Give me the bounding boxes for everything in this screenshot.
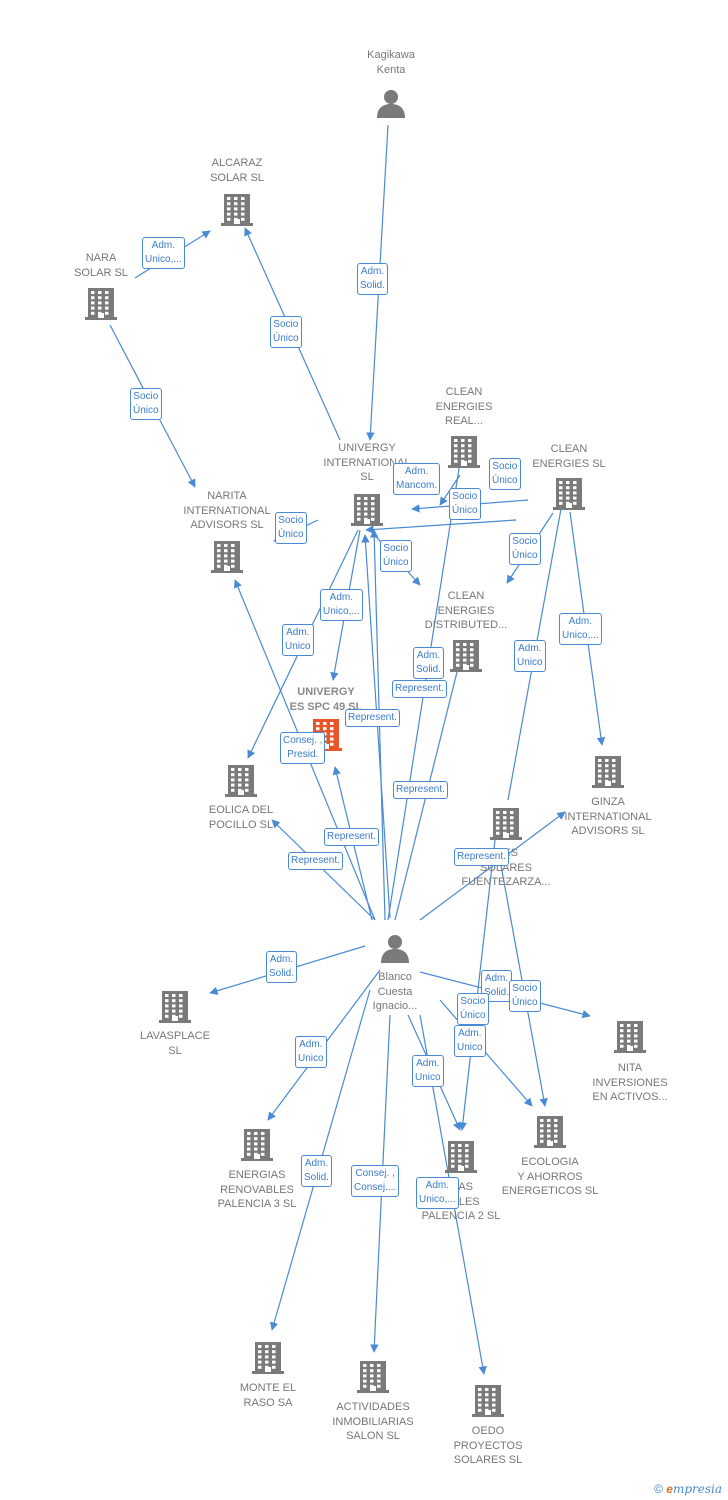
relation-label[interactable]: Socio Único (509, 980, 541, 1012)
node-label-nara[interactable]: NARA SOLAR SL (74, 252, 128, 279)
relation-label[interactable]: Represent. (324, 828, 379, 846)
building-icon[interactable] (472, 1384, 504, 1423)
building-icon[interactable] (221, 193, 253, 232)
building-icon[interactable] (445, 1140, 477, 1179)
relation-label[interactable]: Adm. Mancom. (393, 463, 441, 495)
building-icon[interactable] (241, 1128, 273, 1167)
node-label-nita[interactable]: NITA INVERSIONES EN ACTIVOS... (592, 1062, 668, 1103)
building-icon[interactable] (252, 1341, 284, 1380)
footer-brand[interactable]: © empresia (654, 1482, 722, 1496)
node-label-kagikawa[interactable]: Kagikawa Kenta (367, 49, 415, 76)
building-icon[interactable] (450, 639, 482, 678)
building-icon[interactable] (225, 764, 257, 803)
relation-label[interactable]: Socio Único (489, 458, 521, 490)
node-label-univergy_int[interactable]: UNIVERGY INTERNATIONAL SL (323, 442, 411, 483)
person-icon[interactable] (376, 88, 406, 123)
relation-label[interactable]: Consej. , Presid. (280, 732, 326, 764)
relation-edge (458, 839, 496, 1131)
relation-label[interactable]: Adm. Unico (282, 624, 314, 656)
relation-edge (439, 999, 533, 1107)
relation-label[interactable]: Adm. Unico,... (559, 613, 602, 645)
relation-label[interactable]: Adm. Unico (514, 640, 546, 672)
building-icon[interactable] (85, 287, 117, 326)
relation-label[interactable]: Adm. Solid. (357, 263, 389, 295)
building-icon[interactable] (534, 1115, 566, 1154)
node-label-energias3[interactable]: ENERGIAS RENOVABLES PALENCIA 3 SL (217, 1169, 297, 1210)
node-label-ginza[interactable]: GINZA INTERNATIONAL ADVISORS SL (564, 796, 652, 837)
relation-label[interactable]: Adm. Solid. (413, 647, 445, 679)
relation-label[interactable]: Adm. Unico (412, 1055, 444, 1087)
building-icon[interactable] (448, 435, 480, 474)
node-label-ecologia[interactable]: ECOLOGIA Y AHORROS ENERGETICOS SL (501, 1156, 599, 1197)
node-label-clean_real[interactable]: CLEAN ENERGIES REAL... (435, 386, 493, 427)
building-icon[interactable] (159, 990, 191, 1029)
relation-edge (365, 519, 517, 534)
building-icon[interactable] (357, 1360, 389, 1399)
relation-label[interactable]: Adm. Unico,... (142, 237, 185, 269)
node-label-actividades[interactable]: ACTIVIDADES INMOBILIARIAS SALON SL (332, 1401, 414, 1442)
relation-label[interactable]: Adm. Solid. (301, 1155, 333, 1187)
node-label-alcaraz[interactable]: ALCARAZ SOLAR SL (210, 157, 264, 184)
brand-logo-initial: e (666, 1482, 673, 1496)
relation-label[interactable]: Socio Único (275, 512, 307, 544)
node-label-clean_sl[interactable]: CLEAN ENERGIES SL (532, 443, 606, 470)
building-icon[interactable] (592, 755, 624, 794)
building-icon[interactable] (490, 807, 522, 846)
building-icon[interactable] (614, 1020, 646, 1059)
node-label-oedo[interactable]: OEDO PROYECTOS SOLARES SL (453, 1425, 523, 1466)
building-icon[interactable] (553, 477, 585, 516)
relation-label[interactable]: Represent. (288, 852, 343, 870)
node-label-clean_dist[interactable]: CLEAN ENERGIES DISTRIBUTED... (424, 590, 508, 631)
relation-label[interactable]: Socio Único (449, 488, 481, 520)
relation-edge (271, 819, 376, 921)
building-icon[interactable] (351, 493, 383, 532)
relation-label[interactable]: Adm. Unico,... (416, 1177, 459, 1209)
relation-label[interactable]: Represent. (393, 781, 448, 799)
copyright-symbol: © (654, 1482, 663, 1496)
building-icon[interactable] (211, 540, 243, 579)
node-label-lavasplace[interactable]: LAVASPLACE SL (140, 1030, 210, 1057)
relation-label[interactable]: Socio Único (270, 316, 302, 348)
relation-label[interactable]: Socio Único (509, 533, 541, 565)
relation-label[interactable]: Adm. Unico (454, 1025, 486, 1057)
relation-label[interactable]: Adm. Unico,... (320, 589, 363, 621)
relation-label[interactable]: Consej. , Consej.... (351, 1165, 400, 1197)
node-label-monte[interactable]: MONTE EL RASO SA (239, 1382, 297, 1409)
relation-label[interactable]: Adm. Unico (295, 1036, 327, 1068)
relation-label[interactable]: Represent. (392, 680, 447, 698)
node-label-narita[interactable]: NARITA INTERNATIONAL ADVISORS SL (183, 490, 271, 531)
node-label-blanco[interactable]: Blanco Cuesta Ignacio... (372, 971, 418, 1012)
node-label-eolica[interactable]: EOLICA DEL POCILLO SL (208, 804, 274, 831)
brand-logo-text: mpresia (672, 1482, 722, 1496)
relation-label[interactable]: Represent. (454, 848, 509, 866)
relation-label[interactable]: Adm. Solid. (266, 951, 298, 983)
person-icon[interactable] (380, 933, 410, 968)
relation-label[interactable]: Socio Único (380, 540, 412, 572)
relation-label[interactable]: Represent. (345, 709, 400, 727)
relation-label[interactable]: Socio Único (130, 388, 162, 420)
relation-label[interactable]: Socio Único (457, 993, 489, 1025)
